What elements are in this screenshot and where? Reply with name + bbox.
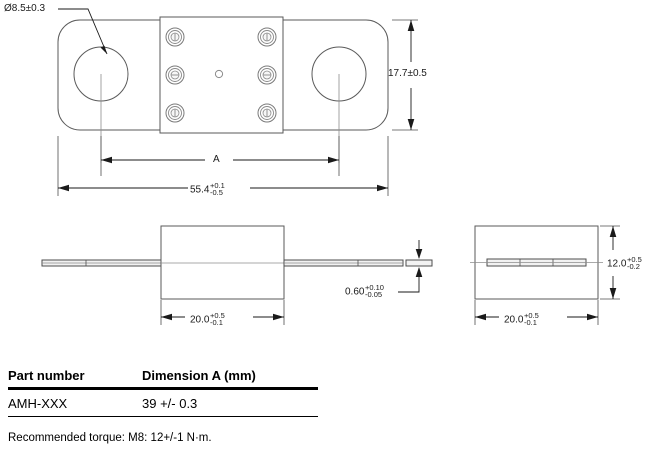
table-header-rule <box>8 387 318 390</box>
diameter-leader-line <box>58 8 108 55</box>
dim-a-text: A <box>213 154 220 165</box>
dim-thickness-arrow-bottom <box>415 267 423 277</box>
table-bottom-rule <box>8 415 318 417</box>
rivet-icon <box>257 65 277 85</box>
rivet-icon <box>165 103 185 123</box>
overall-length-upper: +0.1 <box>209 180 225 190</box>
end-width-upper: +0.5 <box>523 310 539 320</box>
top-view-height-dim-text: 17.7±0.5 <box>388 68 427 79</box>
end-width-tolerance: +0.5 -0.1 <box>523 310 539 328</box>
cell-part-number: AMH-XXX <box>8 395 68 411</box>
side-view-geometry <box>41 225 433 325</box>
end-view-geometry <box>470 225 620 325</box>
specification-table: Part number Dimension A (mm) AMH-XXX 39 … <box>8 368 318 417</box>
overall-length-base: 55.4 <box>190 184 210 196</box>
rivet-icon <box>165 65 185 85</box>
end-view-height-dim-text: 12.0 +0.5 -0.2 <box>607 254 642 272</box>
diameter-callout-text: Ø8.5±0.3 <box>4 3 46 14</box>
column-header-part-number: Part number <box>8 368 85 383</box>
dim-height-arrow-bottom <box>407 119 415 130</box>
cell-dimension-a: 39 +/- 0.3 <box>142 395 198 411</box>
diameter-leader-arrow <box>100 45 107 54</box>
overall-length-lower: -0.5 <box>209 188 223 198</box>
end-dim-arrow-right <box>587 313 598 321</box>
table-header-row: Part number Dimension A (mm) <box>8 368 318 387</box>
dim-thickness-arrow-top <box>415 249 423 259</box>
overall-length-dim-text: 55.4 +0.1 -0.5 <box>190 180 225 198</box>
dim-thickness-leader <box>398 286 420 293</box>
top-view-geometry <box>57 8 418 196</box>
center-block-outline <box>159 16 284 134</box>
end-dim-height-arrow-top <box>609 226 617 237</box>
rivet-icon <box>257 103 277 123</box>
end-height-base: 12.0 <box>607 258 627 270</box>
thickness-detail-strip <box>405 259 433 267</box>
end-height-tolerance: +0.5 -0.2 <box>626 254 642 272</box>
side-view-width-dim-text: 20.0 +0.5 -0.1 <box>190 310 225 328</box>
end-width-base: 20.0 <box>504 314 524 326</box>
dim-overall-arrow-left <box>58 184 69 192</box>
end-height-lower: -0.2 <box>626 262 640 272</box>
end-dim-height-arrow-bottom <box>609 288 617 299</box>
thickness-upper: +0.10 <box>364 282 384 292</box>
thickness-base: 0.60 <box>345 286 365 298</box>
rivet-icon <box>257 27 277 47</box>
overall-length-tolerance: +0.1 -0.5 <box>209 180 225 198</box>
side-dim-arrow-left <box>161 313 172 321</box>
dim-a-arrow-right <box>328 156 339 164</box>
end-dim-arrow-left <box>475 313 486 321</box>
end-width-lower: -0.1 <box>523 318 537 328</box>
dim-overall-arrow-right <box>377 184 388 192</box>
end-view-width-dim-text: 20.0 +0.5 -0.1 <box>504 310 539 328</box>
side-view-body <box>160 225 285 300</box>
dim-a-arrow-left <box>101 156 112 164</box>
end-height-upper: +0.5 <box>626 254 642 264</box>
thickness-dim-text: 0.60 +0.10 -0.05 <box>345 282 384 300</box>
rivet-icon <box>165 27 185 47</box>
left-terminal-outline <box>57 19 160 131</box>
right-terminal-outline <box>283 19 389 131</box>
hole-icon <box>214 69 224 79</box>
side-width-base: 20.0 <box>190 314 210 326</box>
thickness-lower: -0.05 <box>364 290 383 300</box>
column-header-dimension-a: Dimension A (mm) <box>142 368 256 383</box>
thickness-tolerance: +0.10 -0.05 <box>364 282 384 300</box>
side-dim-arrow-right <box>273 313 284 321</box>
recommended-torque-note: Recommended torque: M8: 12+/-1 N·m. <box>8 432 212 444</box>
side-width-upper: +0.5 <box>209 310 225 320</box>
side-width-lower: -0.1 <box>209 318 223 328</box>
dim-height-arrow-top <box>407 20 415 31</box>
side-width-tolerance: +0.5 -0.1 <box>209 310 225 328</box>
table-row: AMH-XXX 39 +/- 0.3 <box>8 390 318 416</box>
